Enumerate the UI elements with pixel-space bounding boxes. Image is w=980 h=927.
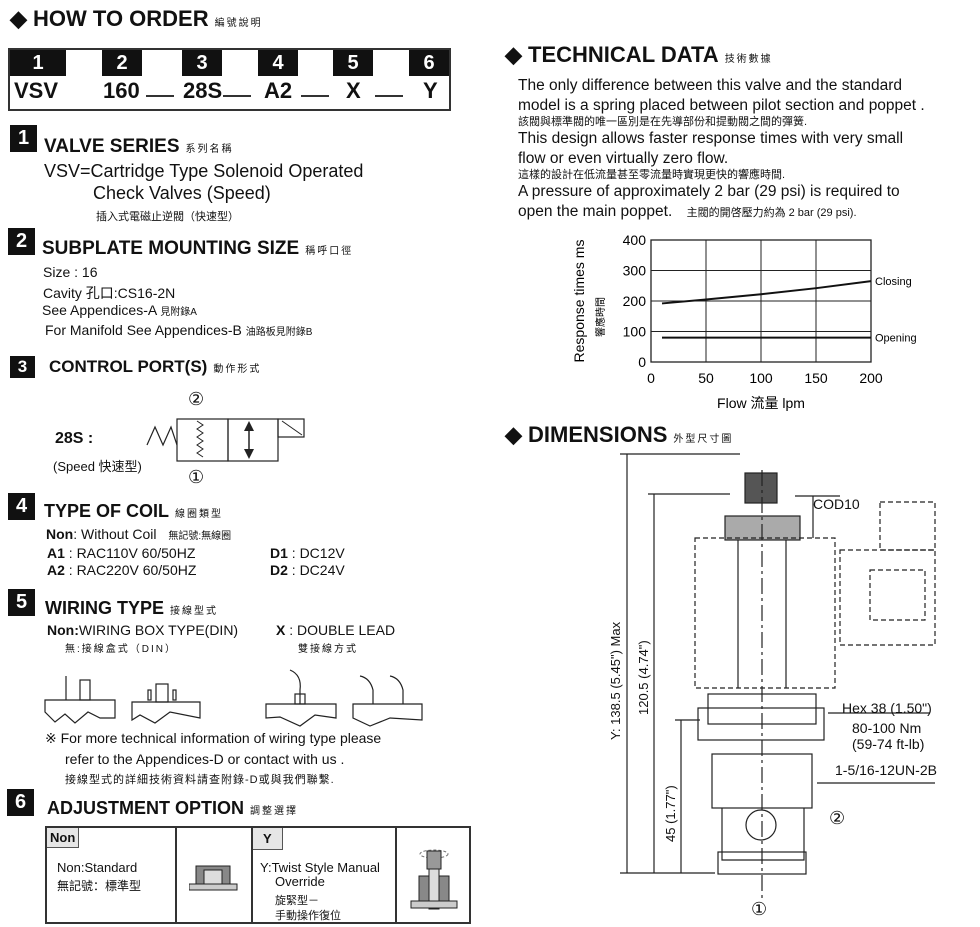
text: Cavity 孔口:CS16-2N (43, 285, 176, 301)
val-3: 28S (183, 78, 223, 103)
coil-non: Non: Without Coil 無記號:無線圈 (46, 526, 232, 542)
pos-1: 1 (10, 50, 66, 76)
y-tick-label: 200 (623, 293, 647, 309)
text: See Appendices-A 見附錄A (42, 302, 197, 318)
order-code-table: 1 2 3 4 5 6 VSV 160 28S A2 X Y (8, 48, 451, 111)
x-tick-label: 200 (859, 370, 883, 386)
pos-2: 2 (102, 50, 142, 76)
note: refer to the Appendices-D or contact wit… (65, 751, 345, 767)
wiring-non: Non:WIRING BOX TYPE(DIN) (47, 622, 239, 638)
tech-description: The only difference between this valve a… (518, 77, 925, 220)
coil-d2: D2 : DC24V (270, 562, 345, 578)
series-label: Opening (875, 333, 917, 345)
wiring-x: X : DOUBLE LEAD (276, 622, 396, 638)
val-4: A2 (264, 78, 293, 103)
x-tick-label: 150 (804, 370, 828, 386)
series-label: Closing (875, 276, 912, 288)
response-time-chart: 0 50 100 150 200 0 100 200 300 400ClosingOpeningF… (571, 232, 917, 411)
val-5: X (346, 78, 361, 103)
coil-d1: D1 : DC12V (270, 545, 345, 561)
option-y: Y Y:Twist Style Manual Override 旋緊型－ 手動操… (253, 828, 397, 922)
valve-symbol (146, 418, 305, 462)
text: Check Valves (Speed) (93, 183, 271, 203)
torque-ft-label: (59-74 ft-lb) (852, 736, 925, 752)
port-2-label: ② (188, 389, 205, 409)
text: 無:接線盒式（DIN） (65, 644, 177, 655)
port-1-label: ① (751, 899, 768, 919)
y-axis-label-zh: 響應時間 (594, 297, 607, 337)
pos-4: 4 (258, 50, 298, 76)
torque-label: 80-100 Nm (852, 720, 922, 736)
option-non-image (177, 828, 253, 922)
adjustment-table: Non Non:Standard 無記號：標準型 Y Y:Twist Style… (45, 826, 471, 924)
y-axis-label: Response times ms (571, 240, 587, 363)
y-tick-label: 0 (638, 354, 646, 370)
text: Size : 16 (43, 264, 98, 280)
coil-label: COD10 (813, 496, 860, 512)
text: 插入式電磁止逆閥（快速型） (96, 211, 239, 223)
y-tick-label: 100 (623, 324, 647, 340)
text: 28S : (55, 430, 94, 447)
port-1-label: ① (188, 467, 205, 487)
text: 雙接線方式 (298, 644, 358, 655)
twist-knob-icon (410, 849, 458, 910)
section-title: CONTROL PORT(S)動作形式 (49, 357, 262, 376)
note: 接線型式的詳細技術資料請查附錄-D或與我們聯繫. (65, 774, 335, 786)
y-tick-label: 300 (623, 263, 647, 279)
x-tick-label: 100 (749, 370, 773, 386)
dim-total-height: Y: 138.5 (5.45") Max (608, 621, 623, 740)
section-badge: 2 (8, 228, 35, 255)
hex-label: Hex 38 (1.50") (842, 700, 932, 716)
pos-3: 3 (182, 50, 222, 76)
x-tick-label: 50 (698, 370, 714, 386)
wiring-illustrations (44, 669, 423, 727)
section-badge: 4 (8, 493, 35, 520)
val-6: Y (423, 78, 438, 103)
port-2-label: ② (829, 808, 846, 828)
val-1: VSV (14, 78, 59, 103)
option-non: Non Non:Standard 無記號：標準型 (47, 828, 177, 922)
series-line-closing (661, 280, 872, 305)
x-tick-label: 0 (647, 370, 655, 386)
option-y-image (397, 828, 469, 922)
valve-dimension-drawing (620, 453, 936, 900)
section-badge: 1 (10, 125, 37, 152)
pos-5: 5 (333, 50, 373, 76)
text: (Speed 快速型) (53, 459, 142, 474)
text: VSV=Cartridge Type Solenoid Operated (44, 161, 364, 181)
note: ※ For more technical information of wiri… (45, 730, 382, 746)
coil-a1: A1 : RAC110V 60/50HZ (47, 545, 196, 561)
section-badge: 3 (10, 356, 35, 378)
coil-a2: A2 : RAC220V 60/50HZ (47, 562, 197, 578)
section-badge: 6 (7, 789, 34, 816)
pos-6: 6 (409, 50, 449, 76)
thread-label: 1-5/16-12UN-2B (835, 762, 937, 778)
y-tick-label: 400 (623, 232, 647, 248)
standard-cap-icon (189, 865, 238, 891)
val-2: 160 (103, 78, 140, 103)
x-axis-label: Flow 流量 lpm (717, 395, 805, 411)
dim-45: 45 (1.77") (663, 785, 678, 842)
dim-120: 120.5 (4.74") (636, 640, 651, 715)
section-badge: 5 (8, 589, 35, 616)
text: For Manifold See Appendices-B 油路板見附錄B (45, 322, 313, 338)
